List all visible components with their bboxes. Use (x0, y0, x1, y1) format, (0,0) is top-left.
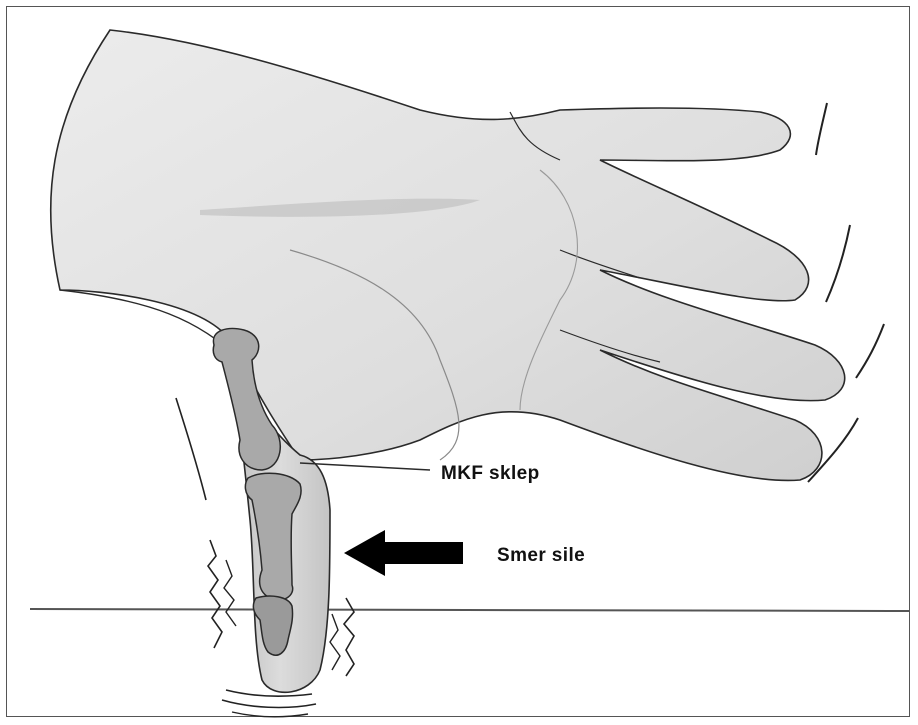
motion-line-3 (856, 324, 884, 378)
motion-line-2 (826, 225, 850, 302)
surface-line (30, 609, 910, 611)
vibration-line-bottom-1 (226, 690, 312, 696)
vibration-line-left-upper (176, 398, 206, 500)
vibration-line-right-zigzag-2 (330, 614, 340, 670)
vibration-line-left-zigzag-2 (224, 560, 236, 626)
joint-label: MKF sklep (441, 463, 540, 485)
hand-palm (51, 30, 845, 480)
vibration-line-bottom-2 (222, 700, 316, 707)
vibration-line-left-zigzag (208, 540, 222, 648)
vibration-line-bottom-3 (232, 712, 308, 717)
motion-line-1 (816, 103, 827, 155)
force-direction-label: Smer sile (497, 545, 585, 567)
force-arrow (344, 530, 463, 576)
